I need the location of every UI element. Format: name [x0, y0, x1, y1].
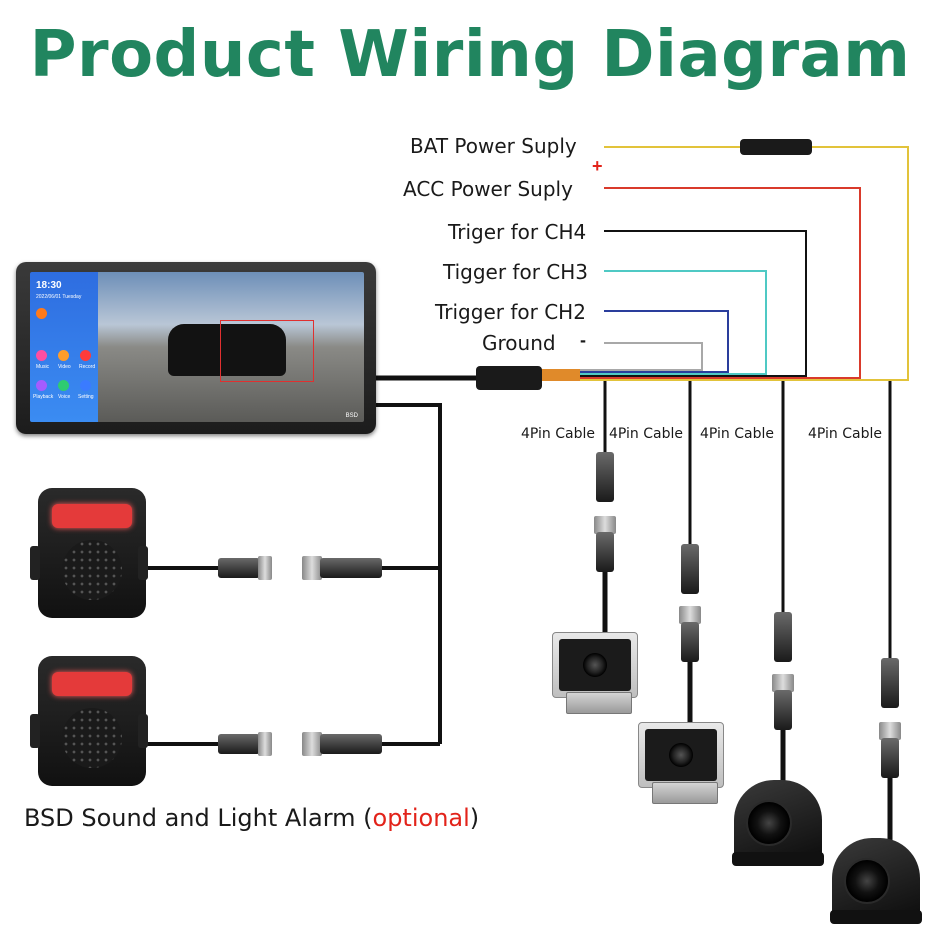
- bsd-alarm-2: [38, 656, 146, 786]
- alarm-connector-male-2: [218, 734, 260, 754]
- alarm-speaker-1: [62, 540, 122, 600]
- voice-icon: [58, 380, 69, 391]
- harness-bundle: [540, 369, 580, 381]
- cam-connector-male-1: [596, 452, 614, 502]
- label-bat-power: BAT Power Suply: [410, 134, 577, 158]
- app-label-voice: Voice: [58, 394, 71, 400]
- fuse-holder: [740, 139, 812, 155]
- alarm-caption: BSD Sound and Light Alarm (optional): [24, 804, 479, 832]
- car-image: [168, 324, 286, 376]
- alarm-connector-pins-2: [258, 732, 272, 756]
- app-icon-radio: [36, 308, 47, 319]
- camera-bracket-2: [652, 782, 718, 804]
- monitor-screen: 18:30 2022/06/01 Tuesday Music Video Rec…: [30, 272, 364, 422]
- side-camera-2: [832, 838, 920, 918]
- camera-view: BSD: [98, 272, 364, 422]
- detection-box: [220, 320, 314, 382]
- label-trigger-ch3: Tigger for CH3: [443, 260, 589, 284]
- camera-bracket-1: [566, 692, 632, 714]
- camera-face-2: [645, 729, 717, 781]
- alarm-connector-female-1: [320, 558, 382, 578]
- alarm-mount-1a: [30, 546, 40, 580]
- app-label-playback: Playback: [33, 394, 54, 400]
- alarm-caption-optional: optional: [372, 804, 470, 832]
- playback-icon: [36, 380, 47, 391]
- alarm-speaker-2: [62, 708, 122, 768]
- minus-sign: -: [580, 330, 586, 350]
- acc-wire: [540, 187, 861, 379]
- alarm-light-1: [52, 504, 132, 528]
- alarm-connector-nut-2: [302, 732, 322, 756]
- ch3-wire: [540, 270, 767, 375]
- cam-connector-male-4: [881, 658, 899, 708]
- monitor: 18:30 2022/06/01 Tuesday Music Video Rec…: [16, 262, 376, 434]
- ch4-wire: [540, 230, 807, 377]
- alarm-mount-2b: [138, 714, 148, 748]
- label-trigger-ch2: Trigger for CH2: [435, 300, 586, 324]
- monitor-date: 2022/06/01 Tuesday: [36, 294, 82, 300]
- cable-label-2: 4Pin Cable: [609, 426, 683, 442]
- video-icon: [58, 350, 69, 361]
- alarm-connector-pins-1: [258, 556, 272, 580]
- music-icon: [36, 350, 47, 361]
- record-icon: [80, 350, 91, 361]
- monitor-ui-panel: 18:30 2022/06/01 Tuesday Music Video Rec…: [30, 272, 98, 422]
- cam-connector-female-4: [881, 738, 899, 778]
- ch2-wire: [540, 310, 729, 373]
- dome-lens-1: [746, 800, 792, 846]
- camera-face-1: [559, 639, 631, 691]
- box-camera-1: [552, 632, 638, 698]
- side-camera-base-2: [830, 910, 922, 924]
- bsd-alarm-1: [38, 488, 146, 618]
- camera-lens-1: [583, 653, 607, 677]
- monitor-time: 18:30: [36, 280, 62, 291]
- page-title: Product Wiring Diagram: [29, 18, 911, 92]
- ground-wire: [540, 342, 703, 371]
- plus-sign: +: [592, 156, 603, 176]
- cam-connector-nut-3: [772, 674, 794, 692]
- setting-icon: [80, 380, 91, 391]
- cam-connector-nut-4: [879, 722, 901, 740]
- alarm-connector-female-2: [320, 734, 382, 754]
- bat-wire-2: [540, 146, 909, 381]
- alarm-light-2: [52, 672, 132, 696]
- cam-connector-female-3: [774, 690, 792, 730]
- alarm-caption-main: BSD Sound and Light Alarm (: [24, 804, 373, 832]
- dome-lens-2: [844, 858, 890, 904]
- app-label-record: Record: [79, 364, 96, 370]
- app-label-video: Video: [58, 364, 71, 370]
- alarm-main-cable: [376, 403, 442, 744]
- cam-connector-nut-2: [679, 606, 701, 624]
- alarm-connector-nut-1: [302, 556, 322, 580]
- app-label-music: Music: [36, 364, 50, 370]
- camera-lens-2: [669, 743, 693, 767]
- cam-connector-male-2: [681, 544, 699, 594]
- cable-label-1: 4Pin Cable: [521, 426, 595, 442]
- label-ground: Ground: [482, 331, 556, 355]
- cable-label-4: 4Pin Cable: [808, 426, 882, 442]
- box-camera-2: [638, 722, 724, 788]
- side-camera-base-1: [732, 852, 824, 866]
- cam-connector-female-2: [681, 622, 699, 662]
- alarm-caption-close: ): [469, 804, 480, 832]
- app-label-setting: Setting: [78, 394, 94, 400]
- alarm-connector-male-1: [218, 558, 260, 578]
- side-camera-1: [734, 780, 822, 860]
- alarm-mount-1b: [138, 546, 148, 580]
- bsd-indicator: BSD: [345, 413, 358, 419]
- cam-connector-female-1: [596, 532, 614, 572]
- alarm-mount-2a: [30, 714, 40, 748]
- label-acc-power: ACC Power Suply: [403, 177, 573, 201]
- cam-connector-nut-1: [594, 516, 616, 534]
- cam-connector-male-3: [774, 612, 792, 662]
- cable-label-3: 4Pin Cable: [700, 426, 774, 442]
- label-trigger-ch4: Triger for CH4: [448, 220, 587, 244]
- main-connector: [476, 366, 542, 390]
